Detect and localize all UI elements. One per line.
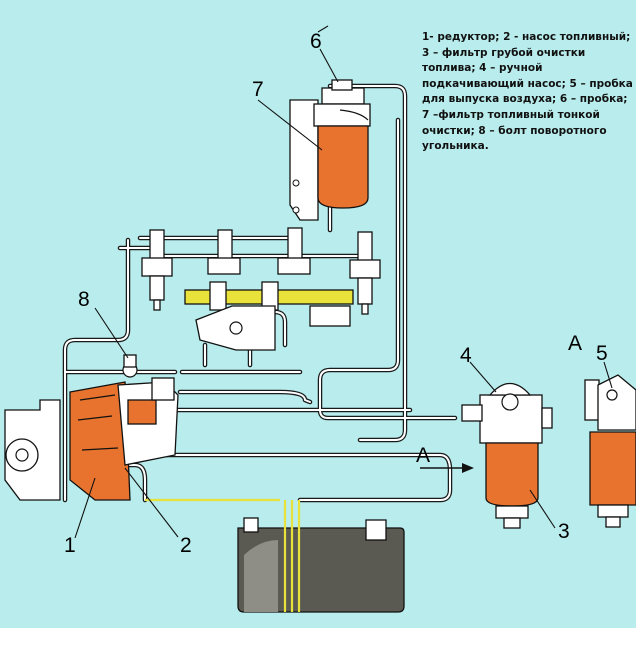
callout-6: 6 xyxy=(310,30,322,53)
leader-lines xyxy=(74,25,613,539)
diagram-canvas: 6 7 8 4 5 1 2 3 A A 1- редуктор; 2 - нас… xyxy=(0,0,636,628)
legend-text: 1- редуктор; 2 - насос топливный; 3 – фи… xyxy=(422,31,633,153)
arrow-a-label: A xyxy=(416,444,430,467)
callout-7: 7 xyxy=(252,78,264,101)
view-a-label: A xyxy=(568,332,582,355)
fuel-tank xyxy=(145,498,405,613)
coarse-fuel-filter xyxy=(461,382,553,529)
view-a-filter xyxy=(584,374,636,528)
fuel-pump-assembly xyxy=(4,354,179,501)
callout-5: 5 xyxy=(596,342,608,365)
fuel-injectors xyxy=(141,227,381,351)
callout-2: 2 xyxy=(180,534,192,557)
callout-4: 4 xyxy=(460,344,472,367)
fuel-system-drawing: 6 7 8 4 5 1 2 3 A A xyxy=(4,25,636,613)
view-arrow xyxy=(420,463,474,473)
fine-fuel-filter xyxy=(289,79,371,221)
callout-1: 1 xyxy=(64,534,76,557)
callout-8: 8 xyxy=(78,288,90,311)
callout-3: 3 xyxy=(558,520,570,543)
